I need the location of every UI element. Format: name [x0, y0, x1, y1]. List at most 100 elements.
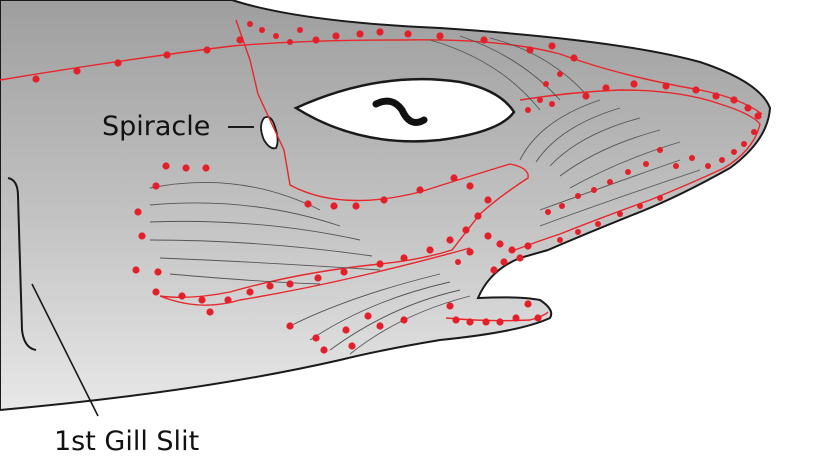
ampullary-pore-dot: [575, 193, 581, 199]
ampullary-pore-dot: [591, 187, 597, 193]
ampullary-pore-dot: [525, 107, 531, 113]
ampullary-pore-dot: [545, 209, 551, 215]
ampullary-pore-dot: [466, 318, 474, 326]
ampullary-pore-dot: [657, 147, 663, 153]
ampullary-pore-dot: [400, 316, 408, 324]
sensory-line: [489, 37, 585, 93]
ampullary-pore-dot: [484, 232, 492, 240]
canal-infraorbital: [509, 89, 761, 253]
ampullary-pore-dot: [617, 211, 623, 217]
ampullary-pore-dot: [380, 196, 388, 204]
sensory-line: [159, 257, 381, 271]
ampullary-pore-dot: [754, 112, 762, 120]
sensory-line: [569, 141, 681, 189]
ampullary-pore-dot: [376, 322, 384, 330]
ampullary-pore-dot: [259, 27, 265, 33]
ampullary-pore-dot: [202, 164, 210, 172]
ampullary-pore-dot: [342, 326, 350, 334]
sensory-line: [559, 129, 661, 177]
ampullary-pore-dot: [524, 300, 532, 308]
sensory-line: [169, 273, 321, 285]
ampullary-pore-dot: [516, 254, 524, 262]
ampullary-pore-dot: [508, 246, 516, 254]
ampullary-pore-dot: [673, 163, 679, 169]
ampullary-pore-dot: [625, 169, 631, 175]
ampullary-pore-dot: [537, 97, 543, 103]
ampullary-pore-dot: [549, 101, 555, 107]
ampullary-pore-dot: [312, 334, 320, 342]
sensory-line: [289, 273, 441, 327]
ampullary-pore-dot: [203, 46, 211, 54]
ampullary-pore-dot: [482, 318, 490, 326]
ampullary-pore-dot: [348, 342, 356, 350]
ampullary-pore-dot: [287, 39, 293, 45]
ampullary-pore-dot: [416, 186, 424, 194]
ampullary-pore-dot: [730, 96, 738, 104]
ampullary-pore-dot: [247, 21, 253, 27]
ampullary-pore-dot: [557, 237, 563, 243]
ampullary-pore-dot: [731, 149, 737, 155]
ampullary-pore-dot: [480, 36, 488, 44]
sensory-line: [149, 202, 341, 227]
ampullary-pore-dot: [466, 182, 474, 190]
ampullary-pore-dot: [404, 30, 412, 38]
ampullary-pore-dot: [224, 296, 232, 304]
ampullary-pore-dot: [352, 202, 360, 210]
ampullary-pore-dot: [524, 242, 532, 250]
canal-circumorbital: [159, 19, 529, 299]
ampullary-pore-dot: [466, 248, 474, 256]
ampullary-pore-dot: [320, 346, 328, 354]
ampullary-pore-dot: [400, 254, 408, 262]
ampullary-pore-dot: [559, 203, 565, 209]
spiracle-label: Spiracle: [102, 111, 211, 142]
ampullary-pore-dot: [340, 268, 348, 276]
shark-head-body: [0, 0, 772, 412]
spiracle-opening: [260, 115, 279, 150]
ampullary-pore-dot: [297, 27, 303, 33]
ampullary-pore-dot: [741, 141, 747, 147]
sensory-line: [535, 107, 621, 163]
ampullary-pore-dot: [548, 42, 556, 50]
sensory-line: [549, 117, 641, 167]
pupil: [372, 97, 428, 126]
ampullary-pore-dot: [512, 314, 520, 322]
ampullary-pore-dot: [570, 54, 578, 62]
ampullary-pore-dot: [332, 32, 340, 40]
ampullary-pore-dot: [314, 274, 322, 282]
ampullary-pore-dot: [330, 202, 338, 210]
ampullary-pore-dot: [114, 59, 122, 67]
ampullary-pore-dot: [719, 157, 725, 163]
ampullary-pore-dot: [376, 260, 384, 268]
gill-slit-pointer-line: [31, 283, 99, 417]
ampullary-pore-dot: [446, 236, 454, 244]
ampullary-pore-dot: [751, 129, 757, 135]
gill-slit: [7, 177, 37, 351]
ampullary-pore-dot: [273, 33, 279, 39]
ampullary-pore-dot: [73, 67, 81, 75]
ampullary-pore-dot: [182, 164, 190, 172]
ampullary-pore-dot: [496, 318, 504, 326]
ampullary-pore-dot: [356, 30, 364, 38]
ampullary-pore-dot: [138, 232, 146, 240]
sensory-line: [329, 289, 461, 351]
ampullary-pore-dot: [154, 268, 162, 276]
ampullary-pore-dot: [163, 51, 171, 59]
ampullary-pore-dot: [575, 229, 581, 235]
ampullary-pore-dot: [637, 203, 643, 209]
ampullary-pore-dot: [692, 86, 700, 94]
ampullary-pore-dot: [132, 266, 140, 274]
ampullary-pore-dot: [452, 316, 460, 324]
ampullary-pore-dot: [450, 174, 458, 182]
ampullary-pore-dot: [543, 81, 549, 87]
ampullary-pore-dot: [266, 282, 274, 290]
ampullary-pore-dot: [152, 182, 160, 190]
ampullary-pore-dot: [500, 258, 508, 266]
sensory-line: [309, 281, 451, 341]
ampullary-pore-dot: [534, 314, 542, 322]
ampullary-pore-dot: [32, 75, 40, 83]
ampullary-pore-dot: [304, 200, 312, 208]
ampullary-pore-dot: [376, 28, 384, 36]
ampullary-pore-dot: [712, 92, 720, 100]
ampullary-pore-dot: [286, 280, 294, 288]
